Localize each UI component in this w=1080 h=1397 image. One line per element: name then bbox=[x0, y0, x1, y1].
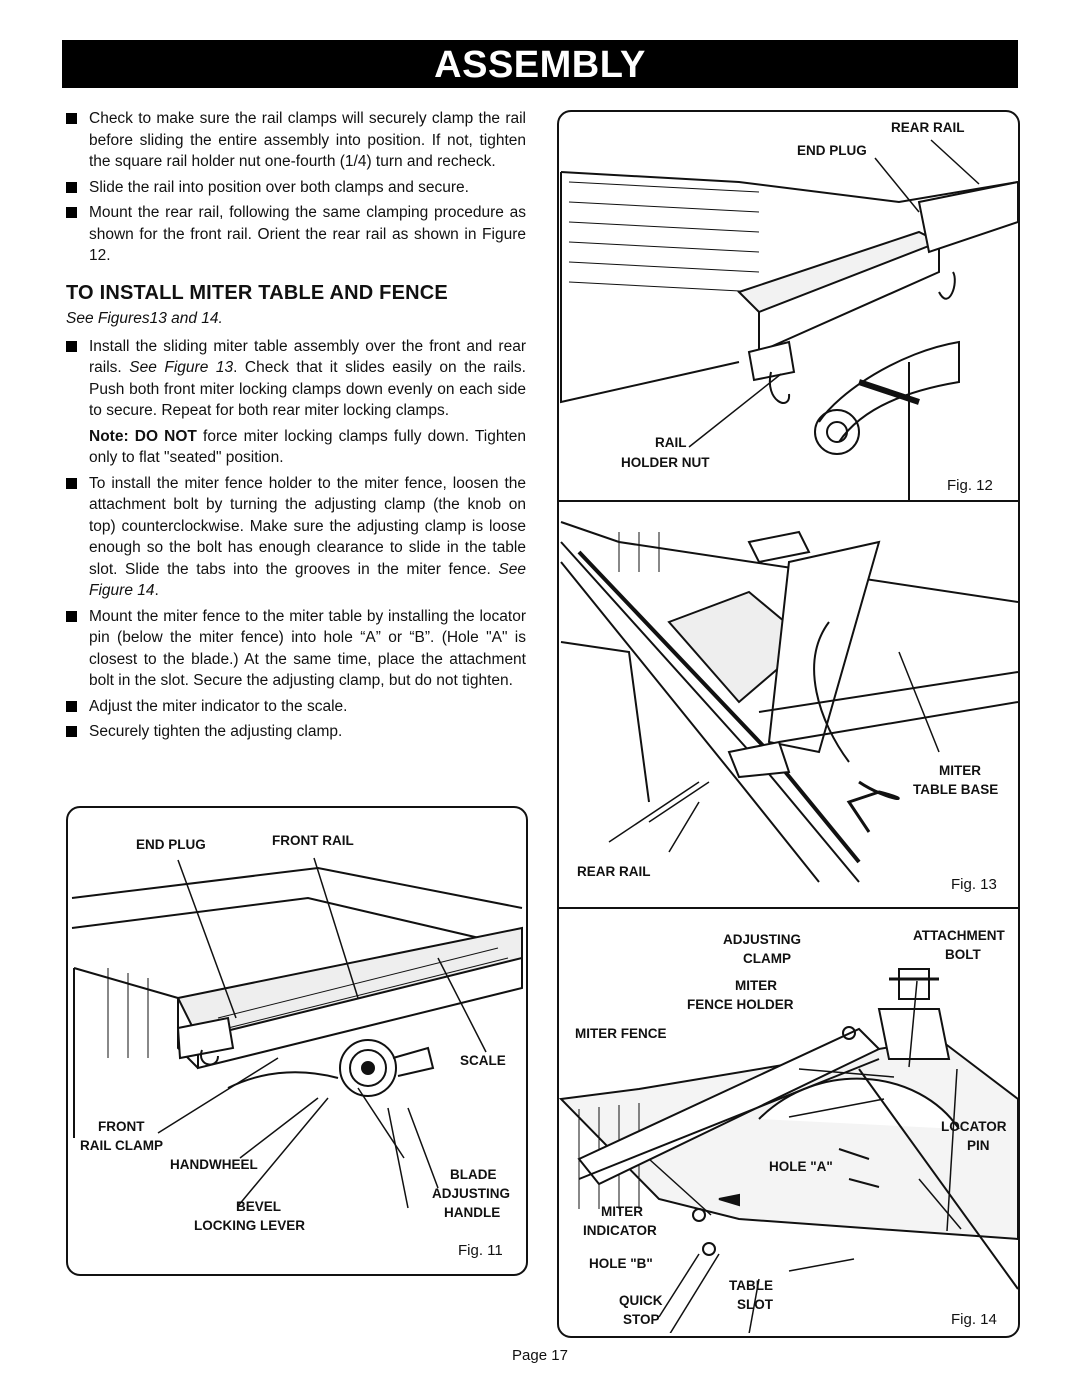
figure-11: END PLUG FRONT RAIL SCALE FRONT RAIL CLA… bbox=[66, 806, 528, 1276]
figure-divider bbox=[559, 907, 1018, 909]
section-banner: ASSEMBLY bbox=[62, 40, 1018, 88]
bullet-adjust-indicator: Adjust the miter indicator to the scale. bbox=[66, 696, 526, 718]
fig11-label-handwheel: HANDWHEEL bbox=[170, 1157, 258, 1172]
fig11-label-end-plug: END PLUG bbox=[136, 837, 206, 852]
bullet-mount-rear-rail: Mount the rear rail, following the same … bbox=[66, 202, 526, 267]
fig13-caption: Fig. 13 bbox=[951, 876, 997, 893]
fig14-label-fence-holder: FENCE HOLDER bbox=[687, 997, 794, 1012]
figure-panel-right: REAR RAIL END PLUG RAIL HOLDER NUT Fig. … bbox=[557, 110, 1020, 1338]
fig11-label-scale: SCALE bbox=[460, 1053, 506, 1068]
fig11-label-locking-lever: LOCKING LEVER bbox=[194, 1218, 306, 1233]
bullet-square-icon bbox=[66, 181, 77, 193]
fig14-label-hole-b: HOLE "B" bbox=[589, 1256, 653, 1271]
fig14-label-adjusting: ADJUSTING bbox=[723, 932, 802, 947]
fig11-label-bevel: BEVEL bbox=[236, 1199, 282, 1214]
bullet-rail-clamp-check: Check to make sure the rail clamps will … bbox=[66, 108, 526, 173]
bullet-square-icon bbox=[66, 726, 77, 737]
section-subheading: See Figures13 and 14. bbox=[66, 310, 223, 327]
fig14-label-bolt: BOLT bbox=[945, 947, 981, 962]
bullet-square-icon bbox=[66, 207, 77, 218]
bullet-tighten-clamp: Securely tighten the adjusting clamp. bbox=[66, 721, 526, 743]
fig14-label-miter-indicator-2: INDICATOR bbox=[583, 1223, 657, 1238]
fig14-label-slot: SLOT bbox=[737, 1297, 773, 1312]
instructions-column: Check to make sure the rail clamps will … bbox=[66, 108, 526, 747]
fig14-label-attachment: ATTACHMENT bbox=[913, 928, 1005, 943]
bullet-square-icon bbox=[66, 477, 77, 489]
fig12-label-rear-rail: REAR RAIL bbox=[891, 120, 965, 135]
page-number: Page 17 bbox=[512, 1347, 568, 1364]
fig14-label-locator: LOCATOR bbox=[941, 1119, 1007, 1134]
bullet-install-fence-holder: To install the miter fence holder to the… bbox=[66, 473, 526, 602]
bullet-install-miter-table: Install the sliding miter table assembly… bbox=[66, 336, 526, 422]
section-heading: TO INSTALL MITER TABLE AND FENCE bbox=[66, 281, 448, 304]
fig14-caption: Fig. 14 bbox=[951, 1311, 997, 1328]
bullet-square-icon bbox=[66, 340, 77, 352]
fig13-label-miter: MITER bbox=[939, 763, 981, 778]
fig14-label-table: TABLE bbox=[729, 1278, 773, 1293]
fig12-label-holder-nut: HOLDER NUT bbox=[621, 455, 710, 470]
fig11-label-rail-clamp: RAIL CLAMP bbox=[80, 1138, 163, 1153]
fig11-label-front: FRONT bbox=[98, 1119, 145, 1134]
fig11-label-blade: BLADE bbox=[450, 1167, 497, 1182]
bullet-square-icon bbox=[66, 700, 77, 712]
figure-14-illustration bbox=[559, 968, 1018, 1333]
fig11-label-adjusting: ADJUSTING bbox=[432, 1186, 511, 1201]
fig14-label-hole-a: HOLE "A" bbox=[769, 1159, 833, 1174]
bullet-square-icon bbox=[66, 113, 77, 124]
bullet-square-icon bbox=[66, 610, 77, 622]
fig14-label-miter-fence: MITER FENCE bbox=[575, 1026, 667, 1041]
note-paragraph: Note: DO NOT force miter locking clamps … bbox=[89, 427, 526, 467]
fig13-label-table-base: TABLE BASE bbox=[913, 782, 999, 797]
fig14-label-quick: QUICK bbox=[619, 1293, 663, 1308]
fig14-label-stop: STOP bbox=[623, 1312, 660, 1327]
fig14-label-miter-indicator-1: MITER bbox=[601, 1204, 643, 1219]
fig12-label-end-plug: END PLUG bbox=[797, 143, 867, 158]
fig14-label-pin: PIN bbox=[967, 1138, 990, 1153]
fig12-caption: Fig. 12 bbox=[947, 477, 993, 494]
figure-11-illustration bbox=[71, 857, 523, 1209]
fig11-label-handle: HANDLE bbox=[444, 1205, 501, 1220]
fig14-label-clamp: CLAMP bbox=[743, 951, 791, 966]
fig11-label-front-rail: FRONT RAIL bbox=[272, 833, 354, 848]
fig12-label-rail: RAIL bbox=[655, 435, 687, 450]
figure-divider bbox=[559, 500, 1018, 502]
bullet-slide-rail: Slide the rail into position over both c… bbox=[66, 177, 526, 199]
fig14-label-miter: MITER bbox=[735, 978, 777, 993]
figure-13-illustration bbox=[560, 521, 1018, 883]
figure-12-illustration bbox=[560, 139, 1018, 500]
fig13-label-rear-rail: REAR RAIL bbox=[577, 864, 651, 879]
bullet-mount-miter-fence: Mount the miter fence to the miter table… bbox=[66, 606, 526, 692]
fig11-caption: Fig. 11 bbox=[458, 1242, 503, 1259]
